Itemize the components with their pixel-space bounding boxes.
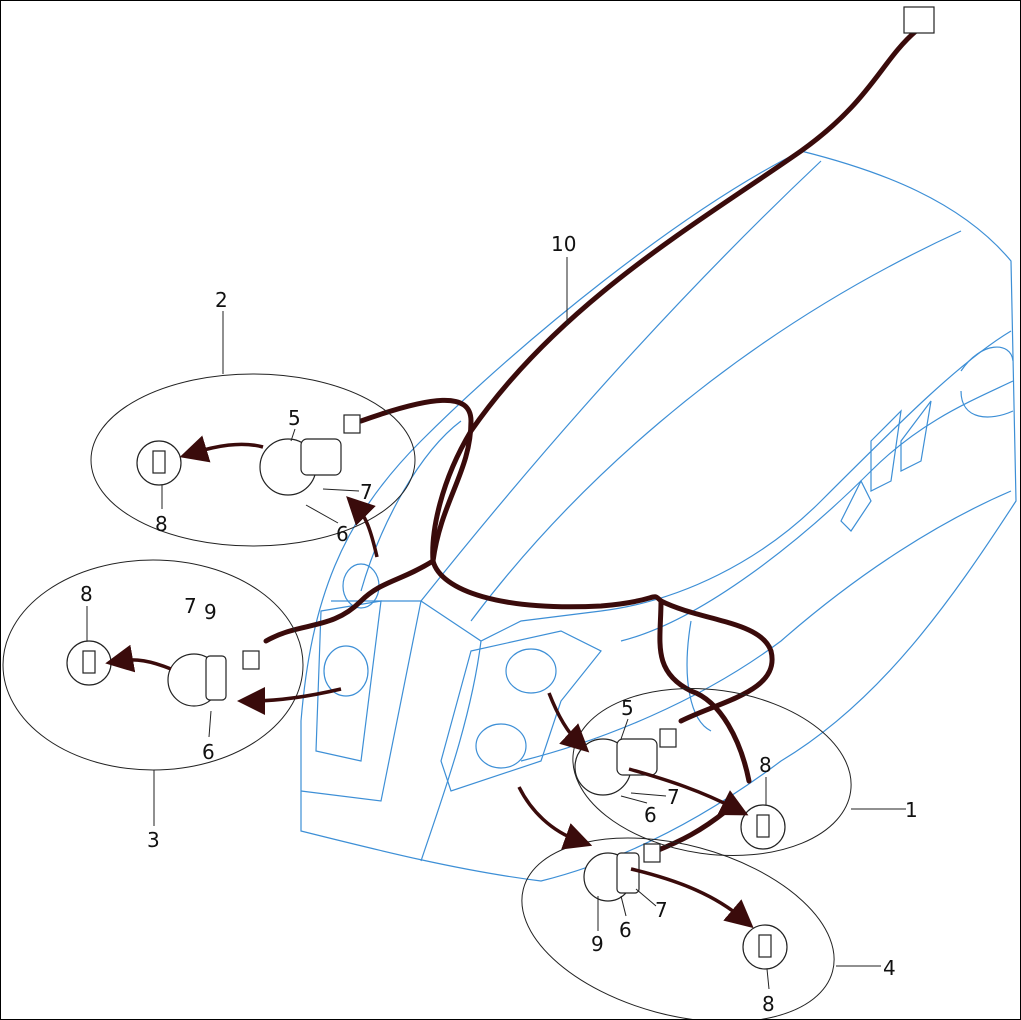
callout-g1-housing: 5	[621, 696, 634, 720]
callout-g3-clip: 6	[202, 740, 215, 764]
callout-g4-screw: 7	[655, 898, 668, 922]
group-1-ellipse	[572, 687, 852, 857]
callout-group-1: 1	[905, 798, 918, 822]
callout-group-4: 4	[883, 956, 896, 980]
callout-g3-screw: 7	[184, 594, 197, 618]
callout-g2-screw: 7	[360, 480, 373, 504]
leader-lines	[86, 257, 906, 990]
callout-g2-housing: 5	[288, 406, 301, 430]
group-4-ellipse	[521, 837, 835, 1019]
connector-plug	[903, 6, 935, 34]
callout-harness: 10	[551, 232, 576, 256]
callout-group-3: 3	[147, 828, 160, 852]
group-2-ellipse	[90, 373, 416, 547]
callout-g4-clip: 6	[619, 918, 632, 942]
group-3-ellipse	[2, 559, 304, 771]
callout-g3-nut: 9	[204, 600, 217, 624]
callout-g3-bulb: 8	[80, 582, 93, 606]
tractor-hood	[300, 150, 1017, 882]
wire-harness	[263, 6, 935, 854]
callout-g2-clip: 6	[336, 522, 349, 546]
lamp-parts	[66, 414, 788, 970]
callout-g1-clip: 6	[644, 803, 657, 827]
callout-labels: 10 2 3 1 4 5 7 6 8 8 7 9 6 5 8 7 6 7 6 9…	[80, 232, 918, 1016]
callout-g4-bulb: 8	[762, 992, 775, 1016]
assembly-arrows	[105, 435, 754, 929]
callout-g4-nut: 9	[591, 932, 604, 956]
callout-g1-bulb: 8	[759, 753, 772, 777]
callout-group-2: 2	[215, 288, 228, 312]
callout-g2-bulb: 8	[155, 512, 168, 536]
callout-g1-screw: 7	[667, 785, 680, 809]
